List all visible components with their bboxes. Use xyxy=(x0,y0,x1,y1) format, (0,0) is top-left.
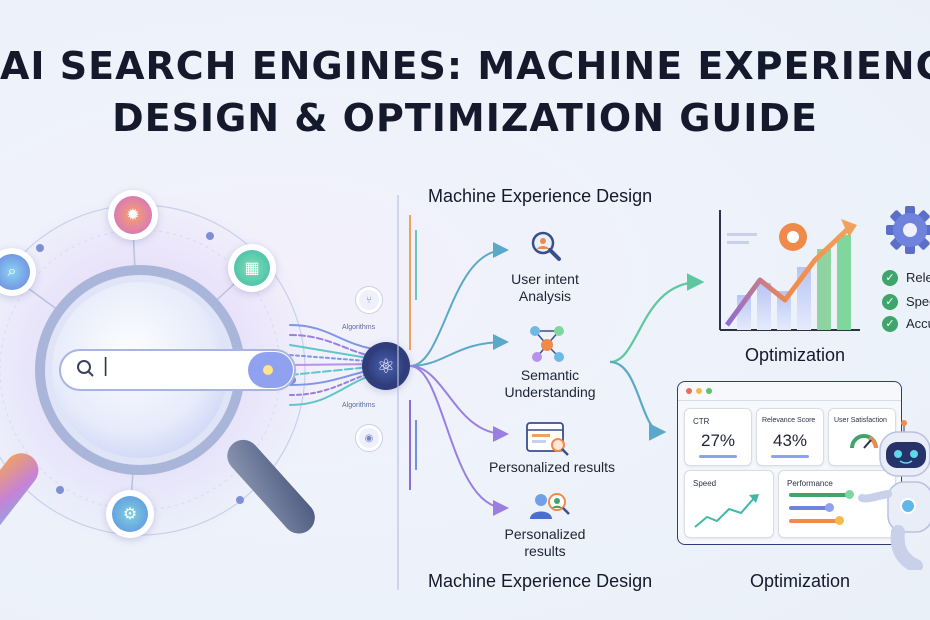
metric-card-relevance: Relevance Score 43% xyxy=(756,408,824,466)
checklist-item-accuracy: Accuracy xyxy=(906,316,930,331)
checklist-item-speed: Speed xyxy=(906,294,930,309)
dashboard-titlebar xyxy=(678,382,901,401)
speed-card: Speed xyxy=(684,470,774,538)
mxd-item-user-intent: User intent Analysis xyxy=(511,271,579,304)
search-hub-illustration xyxy=(0,190,381,571)
optimization-growth-chart xyxy=(719,210,860,331)
check-icon-1: ✓ xyxy=(882,270,898,286)
metric-title: Relevance Score xyxy=(762,417,816,424)
sun-icon: ✹ xyxy=(114,196,152,234)
algorithms-label-top: Algorithms xyxy=(342,324,376,331)
optimization-flow-arrows xyxy=(609,273,705,441)
performance-bar-1 xyxy=(789,493,849,497)
check-icon-3: ✓ xyxy=(882,316,898,332)
metric-card-ctr: CTR 27% xyxy=(684,408,752,466)
performance-bar-2 xyxy=(789,506,829,510)
algorithm-node-top: ⑂ xyxy=(355,286,383,314)
metric-value: 27% xyxy=(700,431,736,450)
window-close-dot[interactable] xyxy=(686,388,692,394)
page-title-line-1: AI SEARCH ENGINES: MACHINE EXPERIENCE xyxy=(0,44,930,88)
metric-title: CTR xyxy=(693,417,710,426)
slider-knob[interactable] xyxy=(845,490,854,499)
metric-underline xyxy=(699,455,737,458)
checklist-item-relevance: Relevance xyxy=(906,270,930,285)
check-icon-2: ✓ xyxy=(882,294,898,310)
search-input-caret[interactable]: | xyxy=(103,355,109,377)
mxd-item-personalized-1: Personalized results xyxy=(488,459,616,475)
mxd-branches xyxy=(409,242,509,516)
robot-mascot-icon xyxy=(858,420,930,570)
algorithms-label-bottom: Algorithms xyxy=(342,402,376,409)
slider-knob[interactable] xyxy=(825,503,834,512)
mxd-heading-top: Machine Experience Design xyxy=(428,186,653,206)
branch-icon: ⑂ xyxy=(359,290,379,310)
magnifier-icon xyxy=(527,227,565,265)
performance-label: Performance xyxy=(787,479,833,488)
chip-icon: ▦ xyxy=(234,250,270,286)
page-title-line-2: DESIGN & OPTIMIZATION GUIDE xyxy=(112,96,818,140)
orbit-node-bottom: ⚙ xyxy=(106,490,154,538)
ai-hub-node: ⚛ xyxy=(362,342,410,390)
slider-knob[interactable] xyxy=(835,516,844,525)
orbit-node-top: ✹ xyxy=(108,190,158,240)
network-node-icon: ⚙ xyxy=(112,496,148,532)
mxd-item-personalized-2: Personalized results xyxy=(504,526,586,559)
mxd-item-semantic: Semantic Understanding xyxy=(504,367,596,400)
speed-label: Speed xyxy=(693,479,717,488)
optimization-heading-bottom: Optimization xyxy=(750,571,851,591)
metric-underline xyxy=(771,455,809,458)
eye-icon: ◉ xyxy=(359,428,379,448)
performance-bar-3 xyxy=(789,519,839,523)
orbit-node-right: ▦ xyxy=(228,244,276,292)
speed-trend-line xyxy=(694,494,759,528)
performance-card: Performance xyxy=(778,470,896,538)
metric-value: 43% xyxy=(772,431,808,450)
dashboard-window: CTR 27% Relevance Score 43% User Satisfa… xyxy=(677,381,902,545)
optimization-heading-top: Optimization xyxy=(745,345,846,365)
mxd-heading-bottom: Machine Experience Design xyxy=(428,571,653,591)
gear-icon xyxy=(886,206,930,254)
search-small-icon: ⌕ xyxy=(0,254,30,290)
gear-chart-icon xyxy=(779,223,807,251)
algorithm-node-bottom: ◉ xyxy=(355,424,383,452)
metric-title: User Satisfaction xyxy=(834,417,887,424)
browser-search-icon xyxy=(525,421,571,457)
network-icon xyxy=(525,321,569,365)
mxd-bracket xyxy=(397,195,417,590)
window-maximize-dot[interactable] xyxy=(706,388,712,394)
window-minimize-dot[interactable] xyxy=(696,388,702,394)
users-icon xyxy=(527,489,571,525)
gauge-icon xyxy=(850,434,878,449)
